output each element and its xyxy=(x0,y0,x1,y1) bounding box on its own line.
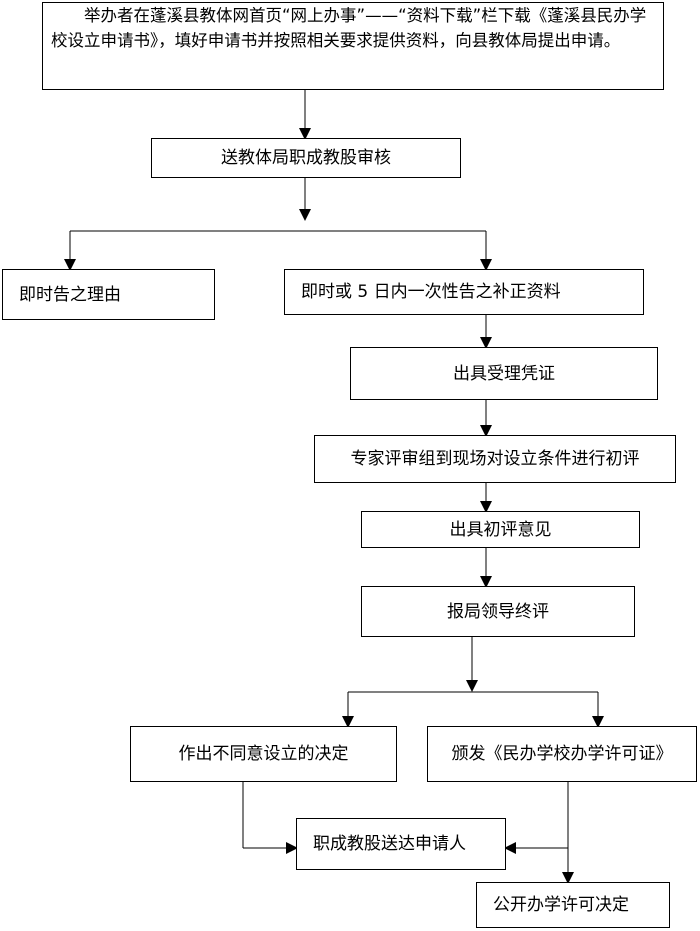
step-deliver: 职成教股送达申请人 xyxy=(296,818,506,870)
step-review: 送教体局职成教股审核 xyxy=(151,138,461,178)
arrowhead-supplement xyxy=(480,259,492,271)
step-issue-license: 颁发《民办学校办学许可证》 xyxy=(427,726,697,782)
arrowhead-disapprove xyxy=(342,716,354,728)
step-final-review: 报局领导终评 xyxy=(361,586,635,637)
step-apply: 举办者在蓬溪县教体网首页“网上办事”——“资料下载”栏下载《蓬溪县民办学校设立申… xyxy=(42,2,664,90)
arrowhead-publish xyxy=(562,872,574,884)
step-inspection: 专家评审组到现场对设立条件进行初评 xyxy=(314,435,676,483)
arrowhead-license xyxy=(592,716,604,728)
step-disapprove: 作出不同意设立的决定 xyxy=(130,726,397,782)
arrowhead-deliver-right xyxy=(504,842,516,854)
arrowhead-split2 xyxy=(466,680,478,692)
arrowhead-split xyxy=(299,209,311,221)
step-initial-opinion: 出具初评意见 xyxy=(361,511,640,548)
arrowhead-opinion xyxy=(480,501,492,513)
step-supplement: 即时或 5 日内一次性告之补正资料 xyxy=(284,269,644,315)
arrowhead-final xyxy=(480,576,492,588)
arrowhead-reject xyxy=(64,259,76,271)
step-receipt: 出具受理凭证 xyxy=(350,347,658,400)
step-reject-reason: 即时告之理由 xyxy=(2,269,215,320)
arrowhead-review xyxy=(299,128,311,140)
arrowhead-deliver-left xyxy=(286,842,298,854)
arrowhead-inspection xyxy=(480,425,492,437)
step-publish: 公开办学许可决定 xyxy=(476,882,670,928)
arrowhead-receipt xyxy=(480,337,492,349)
